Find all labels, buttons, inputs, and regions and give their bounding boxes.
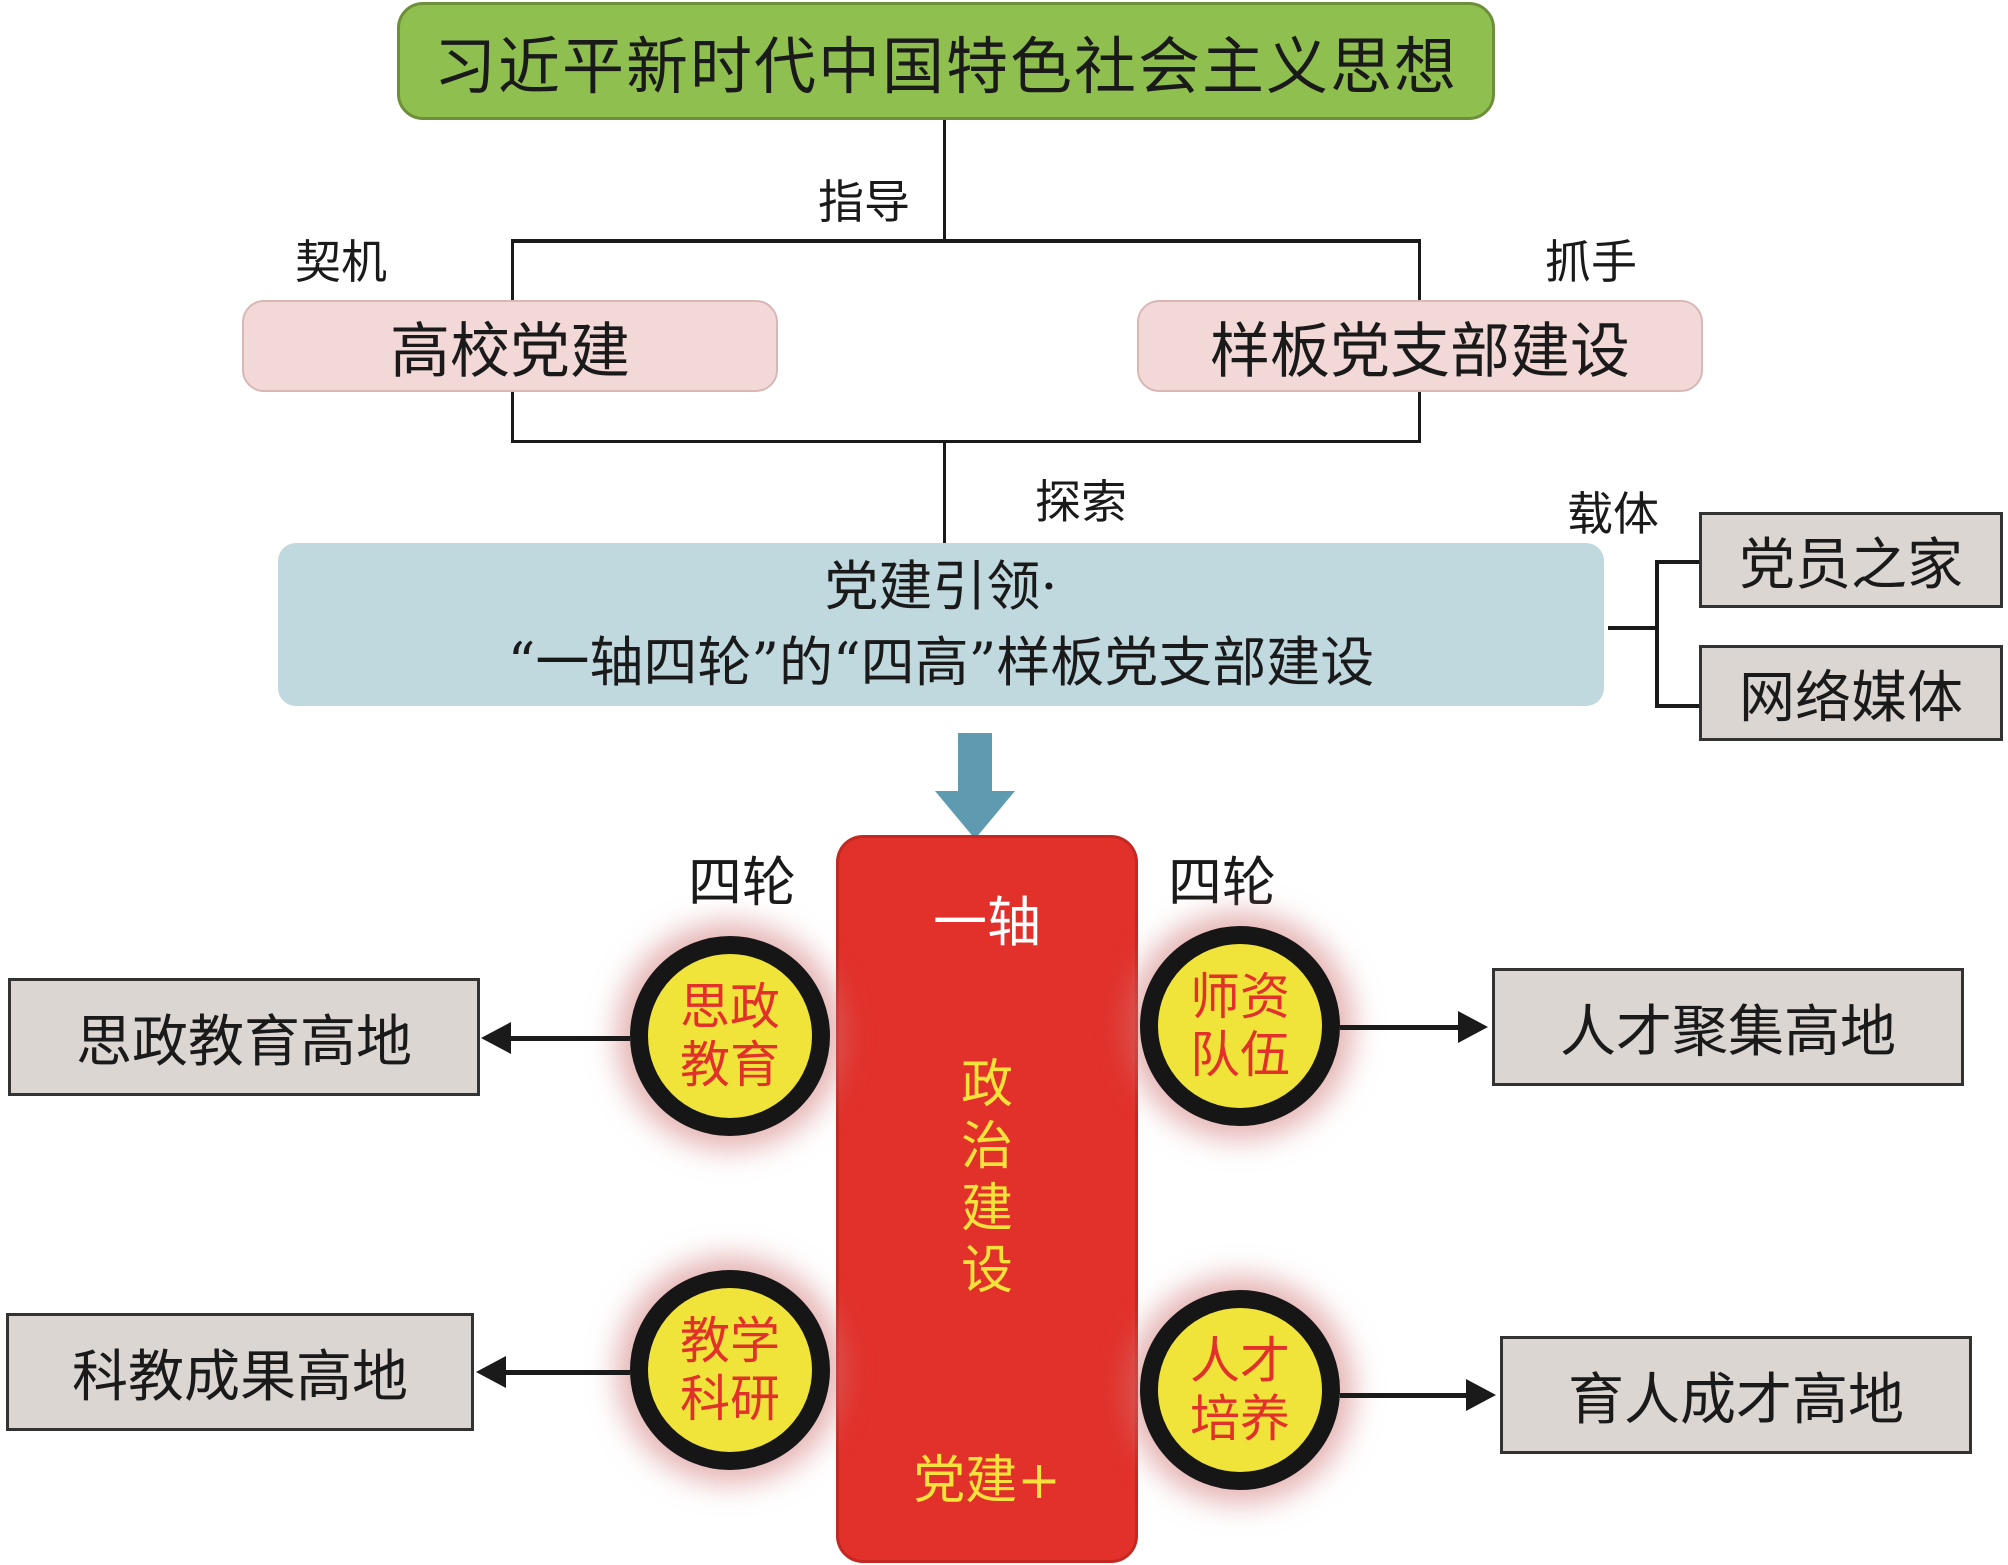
arrow-line-1 (510, 1036, 630, 1041)
connector-right-up (1418, 392, 1421, 442)
axis-top-text: 一轴 (933, 891, 1041, 954)
outcome-box-1: 思政教育高地 (8, 978, 480, 1096)
arrowhead-3-icon (476, 1356, 506, 1388)
wheel-teaching-research: 教学科研 (630, 1270, 830, 1470)
core-line1: 党建引领· (824, 554, 1058, 618)
outcome-text-2: 人才聚集高地 (1560, 999, 1896, 1065)
outcome-box-2: 人才聚集高地 (1492, 968, 1964, 1086)
arrow-line-2 (1340, 1025, 1458, 1030)
title-text: 习近平新时代中国特色社会主义思想 (433, 30, 1458, 103)
axis-bar: 一轴 政 治 建 设 党建+ (839, 838, 1135, 1560)
carrier-box-network-media: 网络媒体 (1699, 645, 2003, 741)
arrow-line-3 (505, 1370, 630, 1375)
wheel-4-line1: 人才 (1190, 1332, 1290, 1390)
connector-left-up (511, 392, 514, 442)
carrier-vertical (1655, 560, 1659, 708)
carrier-branch-1 (1655, 560, 1699, 564)
wheel-2-line2: 队伍 (1190, 1026, 1290, 1084)
core-line2: “一轴四轮”的“四高”样板党支部建设 (507, 630, 1375, 694)
label-handle: 抓手 (1545, 235, 1637, 289)
wheel-4-line2: 培养 (1190, 1390, 1290, 1448)
outcome-text-4: 育人成才高地 (1568, 1367, 1904, 1433)
connector-title-down (943, 120, 946, 242)
carrier-text-network-media: 网络媒体 (1739, 665, 1963, 731)
outcome-text-3: 科教成果高地 (72, 1344, 408, 1410)
axis-bottom-text: 党建+ (913, 1451, 1061, 1511)
outcome-box-3: 科教成果高地 (6, 1313, 474, 1431)
outcome-box-4: 育人成才高地 (1500, 1336, 1972, 1454)
down-arrow-icon (935, 733, 1015, 839)
wheel-2-line1: 师资 (1190, 968, 1290, 1026)
axis-middle-char-2: 治 (960, 1117, 1013, 1177)
connector-horizontal-top (511, 239, 1421, 243)
label-opportunity: 契机 (295, 235, 387, 289)
core-box: 党建引领· “一轴四轮”的“四高”样板党支部建设 (278, 543, 1604, 706)
axis-middle-char-1: 政 (960, 1055, 1013, 1115)
box-model-branch-building: 样板党支部建设 (1137, 300, 1703, 392)
carrier-stub (1608, 626, 1658, 630)
arrowhead-4-icon (1466, 1379, 1496, 1411)
box-model-branch-building-text: 样板党支部建设 (1210, 316, 1630, 387)
title-box: 习近平新时代中国特色社会主义思想 (397, 2, 1495, 120)
axis-middle-char-3: 建 (960, 1179, 1013, 1239)
carrier-text-party-home: 党员之家 (1739, 532, 1963, 598)
wheel-faculty-team: 师资队伍 (1140, 926, 1340, 1126)
label-guide: 指导 (818, 175, 910, 229)
wheel-1-line2: 教育 (680, 1036, 780, 1094)
wheel-ideological-education: 思政教育 (630, 936, 830, 1136)
axis-middle-char-4: 设 (960, 1241, 1013, 1301)
label-four-wheels-left: 四轮 (688, 851, 796, 914)
label-carrier: 载体 (1567, 487, 1659, 541)
box-university-party-building-text: 高校党建 (390, 316, 630, 387)
connector-mid-down (943, 440, 946, 544)
arrowhead-2-icon (1458, 1011, 1488, 1043)
wheel-3-line2: 科研 (680, 1370, 780, 1428)
wheel-1-line1: 思政 (680, 978, 780, 1036)
carrier-branch-2 (1655, 704, 1699, 708)
connector-horizontal-mid (511, 440, 1421, 443)
wheel-talent-cultivation: 人才培养 (1140, 1290, 1340, 1490)
arrow-line-4 (1340, 1393, 1466, 1398)
connector-left-down (511, 239, 514, 303)
label-four-wheels-right: 四轮 (1168, 851, 1276, 914)
box-university-party-building: 高校党建 (242, 300, 778, 392)
connector-right-down (1418, 239, 1421, 303)
outcome-text-1: 思政教育高地 (76, 1009, 412, 1075)
label-explore: 探索 (1035, 475, 1127, 529)
arrowhead-1-icon (481, 1022, 511, 1054)
carrier-box-party-home: 党员之家 (1699, 512, 2003, 608)
wheel-3-line1: 教学 (680, 1312, 780, 1370)
